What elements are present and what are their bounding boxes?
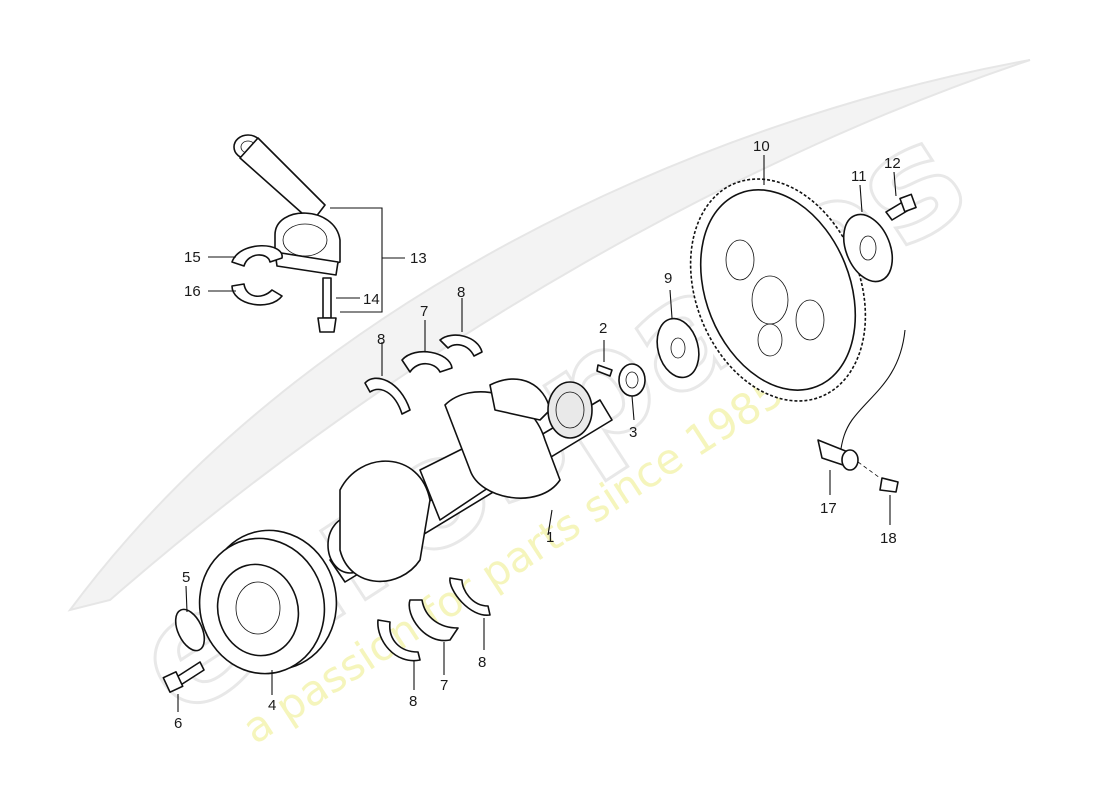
plate-5-bolt-6 <box>162 585 206 712</box>
callout-13: 13 <box>410 250 427 267</box>
callout-11: 11 <box>851 168 867 185</box>
callout-8-upper-right: 8 <box>457 284 465 301</box>
sensor-17-bolt-18 <box>817 329 906 525</box>
main-bearing-lower <box>377 577 491 690</box>
callout-3: 3 <box>629 424 637 441</box>
callout-7-upper: 7 <box>420 303 428 320</box>
flywheel <box>689 155 867 402</box>
callout-8-lower-left: 8 <box>409 693 417 710</box>
callout-1: 1 <box>546 529 554 546</box>
callout-15: 15 <box>184 249 201 266</box>
callout-4: 4 <box>268 697 276 714</box>
callout-10: 10 <box>753 138 770 155</box>
callout-8-lower-right: 8 <box>478 654 486 671</box>
connecting-rod <box>233 134 341 333</box>
callout-18: 18 <box>880 530 897 547</box>
rod-bearing-shells <box>231 244 283 306</box>
callout-labels: 1 2 3 4 5 6 7 7 8 8 8 8 9 10 11 12 13 14… <box>174 138 901 732</box>
callout-5: 5 <box>182 569 190 586</box>
pin-and-spacer <box>596 340 646 421</box>
group-bracket <box>330 207 405 313</box>
leader-lines <box>208 256 463 376</box>
plate-11-bolt-12 <box>842 171 917 283</box>
crankshaft <box>327 378 613 583</box>
main-bearing-upper <box>364 334 483 415</box>
callout-6: 6 <box>174 715 182 732</box>
callout-2: 2 <box>599 320 607 337</box>
callout-17: 17 <box>820 500 837 517</box>
vibration-damper <box>198 529 338 695</box>
callout-7-lower: 7 <box>440 677 448 694</box>
plate-9 <box>656 289 700 379</box>
callout-14: 14 <box>363 291 380 308</box>
callout-9: 9 <box>664 270 672 287</box>
watermark-swoosh <box>67 59 1031 612</box>
callout-12: 12 <box>884 155 901 172</box>
callout-16: 16 <box>184 283 201 300</box>
callout-8-upper-left: 8 <box>377 331 385 348</box>
